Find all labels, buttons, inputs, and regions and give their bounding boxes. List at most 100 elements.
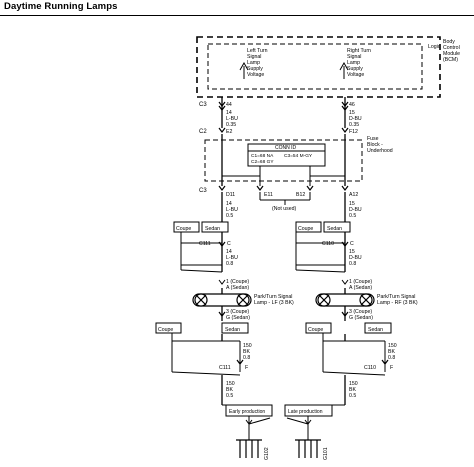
svg-text:Coupe: Coupe: [176, 226, 191, 232]
svg-text:15: 15: [349, 110, 355, 116]
svg-text:0.8: 0.8: [349, 261, 356, 267]
late-production-label: Late production: [288, 409, 323, 415]
svg-text:150: 150: [226, 381, 235, 387]
svg-text:L-BU: L-BU: [226, 207, 238, 213]
svg-text:BK: BK: [349, 387, 356, 393]
svg-text:Sedan: Sedan: [205, 226, 220, 232]
svg-text:G (Sedan): G (Sedan): [349, 315, 373, 321]
svg-text:Supply: Supply: [347, 66, 363, 72]
svg-text:0.8: 0.8: [226, 261, 233, 267]
svg-text:Lamp: Lamp: [247, 60, 260, 66]
svg-text:Voltage: Voltage: [347, 72, 364, 78]
svg-text:E11: E11: [264, 192, 273, 198]
svg-text:BK: BK: [243, 349, 250, 355]
diagram-title: Daytime Running Lamps: [4, 1, 118, 12]
svg-text:C111: C111: [199, 241, 211, 247]
svg-text:0.8: 0.8: [388, 355, 395, 361]
svg-text:0.5: 0.5: [349, 213, 356, 219]
bcm-label-2: Control: [443, 45, 460, 51]
svg-text:L-BU: L-BU: [226, 116, 238, 122]
svg-text:1 (Coupe): 1 (Coupe): [349, 279, 372, 285]
ground-right-icon: [295, 439, 321, 458]
logic-box: [207, 43, 423, 90]
ground-right-label: G101: [323, 447, 329, 460]
coupe-tab-right-2: [305, 322, 332, 334]
svg-text:D11: D11: [226, 192, 235, 198]
ground-left-label: G102: [264, 447, 270, 460]
svg-text:150: 150: [349, 381, 358, 387]
svg-text:Sedan: Sedan: [327, 226, 342, 232]
svg-text:14: 14: [226, 249, 232, 255]
coupe-tab-left-2: [155, 322, 182, 334]
coupe-tab-right-1: [295, 221, 322, 233]
svg-text:C: C: [350, 241, 354, 247]
svg-text:C3=54 M-GY: C3=54 M-GY: [284, 153, 313, 159]
svg-text:D-BU: D-BU: [349, 116, 362, 122]
svg-text:Underhood: Underhood: [367, 148, 393, 154]
svg-text:Sedan: Sedan: [368, 327, 383, 333]
sedan-tab-right-2: [364, 322, 392, 334]
svg-text:15: 15: [349, 249, 355, 255]
bcm-label-1: Body: [443, 39, 455, 45]
svg-text:F: F: [245, 365, 248, 371]
svg-text:15: 15: [349, 201, 355, 207]
svg-text:C2=68 GY: C2=68 GY: [251, 159, 274, 165]
svg-text:0.5: 0.5: [226, 393, 233, 399]
svg-text:BK: BK: [226, 387, 233, 393]
lamp-left: [192, 293, 252, 307]
svg-text:Supply: Supply: [247, 66, 263, 72]
sedan-tab-right-1: [323, 221, 351, 233]
svg-text:Lamp - RF (3 BK): Lamp - RF (3 BK): [377, 300, 418, 306]
svg-text:B12: B12: [296, 192, 305, 198]
bcm-label-4: (BCM): [443, 57, 458, 63]
svg-text:C3: C3: [199, 102, 207, 108]
svg-text:Block -: Block -: [367, 142, 383, 148]
svg-text:G (Sedan): G (Sedan): [226, 315, 250, 321]
svg-text:L-BU: L-BU: [226, 255, 238, 261]
fuse-block-box: [204, 139, 363, 182]
svg-text:14: 14: [226, 201, 232, 207]
svg-text:Coupe: Coupe: [308, 327, 323, 333]
ground-left-icon: [236, 439, 262, 458]
svg-text:C3: C3: [199, 188, 207, 194]
svg-text:C1=68 NA: C1=68 NA: [251, 153, 274, 159]
svg-text:3 (Coupe): 3 (Coupe): [349, 309, 372, 315]
svg-text:3 (Coupe): 3 (Coupe): [226, 309, 249, 315]
svg-text:0.8: 0.8: [243, 355, 250, 361]
title-rule: [0, 15, 474, 16]
svg-text:BK: BK: [388, 349, 395, 355]
svg-text:150: 150: [388, 343, 397, 349]
svg-text:Signal: Signal: [347, 54, 361, 60]
svg-text:Coupe: Coupe: [158, 327, 173, 333]
svg-text:C110: C110: [364, 365, 376, 371]
svg-text:44: 44: [226, 102, 232, 108]
svg-text:A12: A12: [349, 192, 358, 198]
svg-text:46: 46: [349, 102, 355, 108]
svg-text:A (Sedan): A (Sedan): [226, 285, 249, 291]
svg-text:C111: C111: [219, 365, 231, 371]
svg-text:0.35: 0.35: [226, 122, 236, 128]
sedan-tab-left-1: [201, 221, 229, 233]
svg-text:Sedan: Sedan: [225, 327, 240, 333]
svg-text:D-BU: D-BU: [349, 255, 362, 261]
svg-text:F: F: [390, 365, 393, 371]
not-used-label: (Not used): [272, 206, 296, 212]
svg-text:Lamp - LF (3 BK): Lamp - LF (3 BK): [254, 300, 294, 306]
svg-text:A (Sedan): A (Sedan): [349, 285, 372, 291]
svg-text:Left Turn: Left Turn: [247, 48, 268, 54]
bcm-label-3: Module: [443, 51, 460, 57]
lamp-right: [315, 293, 375, 307]
svg-text:CONN ID: CONN ID: [275, 145, 297, 151]
svg-text:1 (Coupe): 1 (Coupe): [226, 279, 249, 285]
svg-text:Park/Turn Signal: Park/Turn Signal: [254, 294, 292, 300]
svg-text:C110: C110: [322, 241, 334, 247]
svg-text:Voltage: Voltage: [247, 72, 264, 78]
svg-text:150: 150: [243, 343, 252, 349]
svg-text:Fuse: Fuse: [367, 136, 379, 142]
early-production-label: Early production: [229, 409, 265, 415]
svg-text:Park/Turn Signal: Park/Turn Signal: [377, 294, 415, 300]
svg-text:E2: E2: [226, 129, 232, 135]
svg-text:0.5: 0.5: [349, 393, 356, 399]
svg-text:Signal: Signal: [247, 54, 261, 60]
